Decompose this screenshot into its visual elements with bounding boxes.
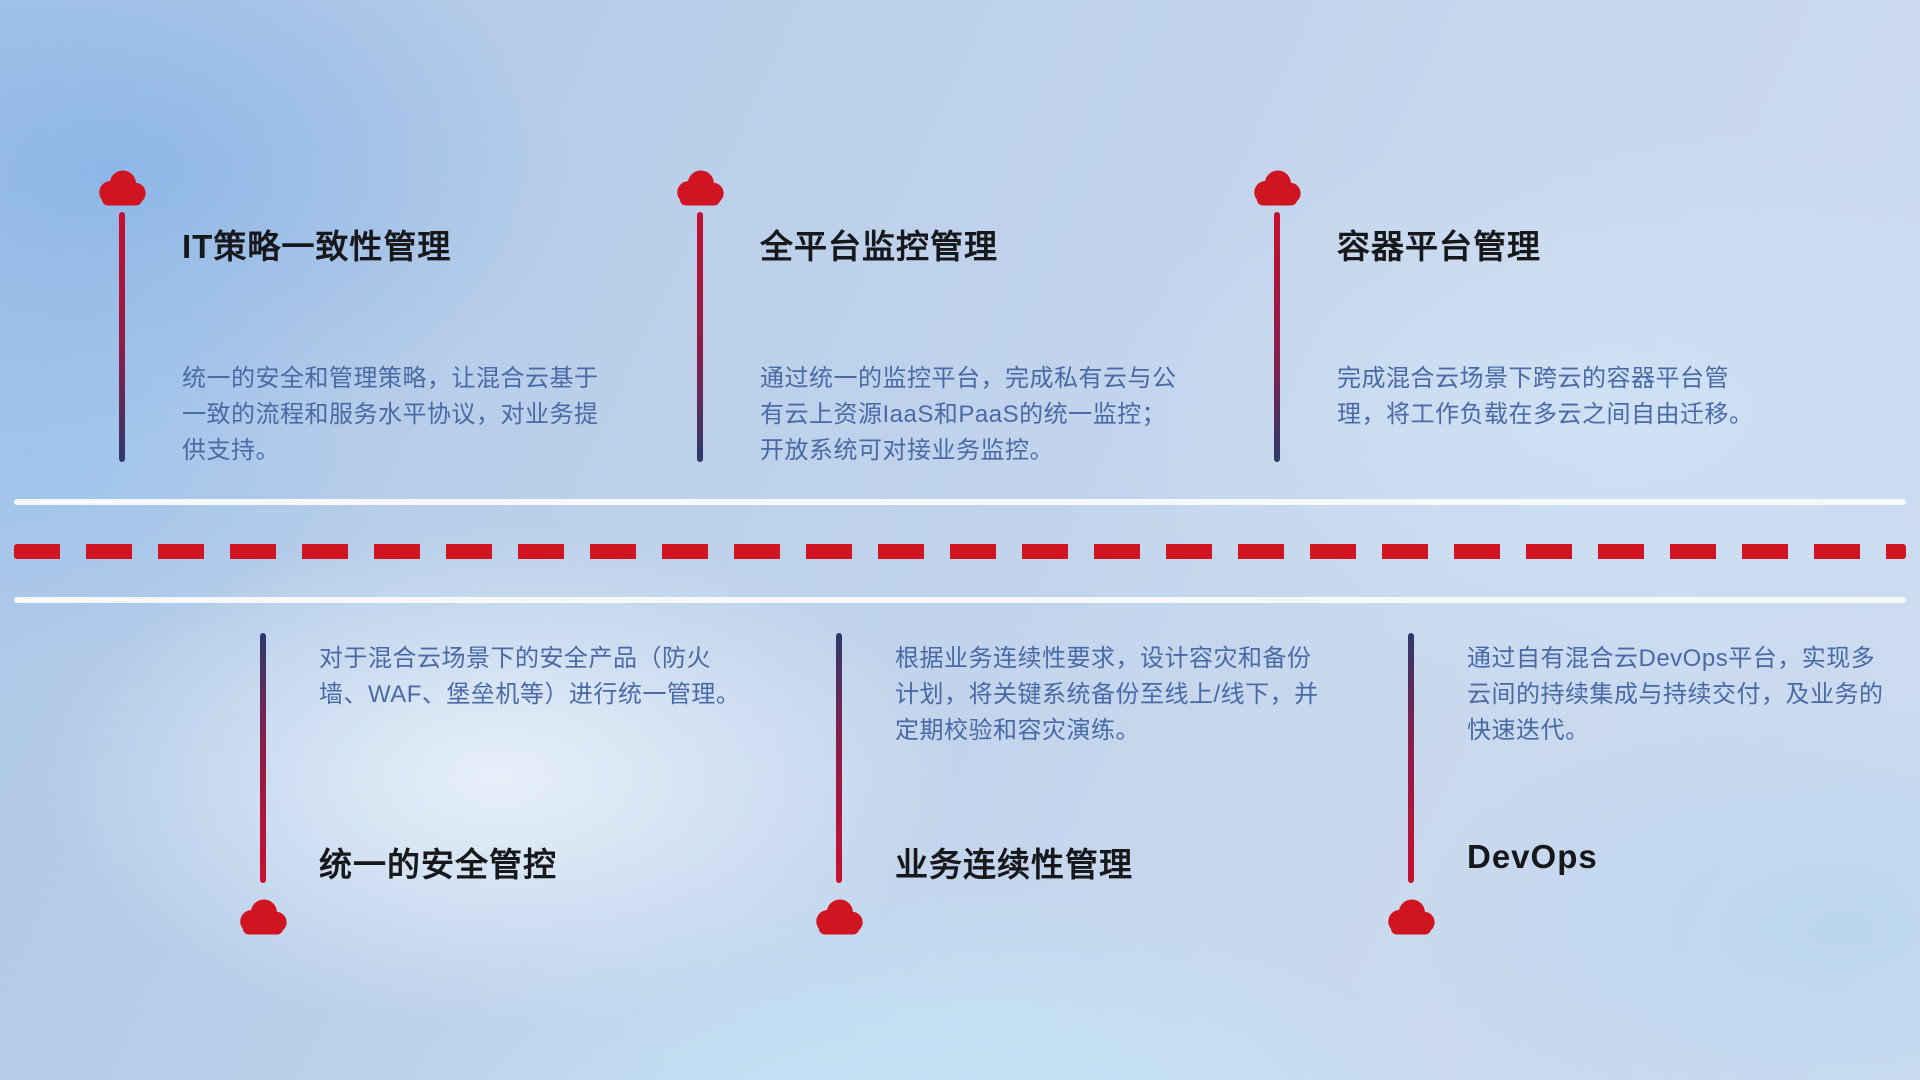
item-description: 完成混合云场景下跨云的容器平台管理，将工作负载在多云之间自由迁移。 (1337, 365, 1754, 428)
capability-item-devops: 通过自有混合云DevOps平台，实现多云间的持续集成与持续交付，及业务的快速迭代… (1383, 633, 1920, 953)
item-title: 容器平台管理 (1337, 228, 1541, 265)
cloud-icon (235, 897, 291, 937)
connector-line (697, 212, 703, 462)
divider-bottom-line (14, 597, 1906, 603)
divider-top-line (14, 499, 1906, 505)
capability-item-container-platform: 容器平台管理 完成混合云场景下跨云的容器平台管理，将工作负载在多云之间自由迁移。 (1249, 168, 1789, 498)
cloud-icon (1249, 168, 1305, 208)
cloud-icon (94, 168, 150, 208)
connector-line (119, 212, 125, 462)
cloud-icon (811, 897, 867, 937)
item-description: 根据业务连续性要求，设计容灾和备份计划，将关键系统备份至线上/线下，并定期校验和… (895, 645, 1319, 744)
connector-line (1274, 212, 1280, 462)
item-title: IT策略一致性管理 (182, 228, 452, 265)
item-title: 统一的安全管控 (319, 846, 557, 883)
capability-item-security-control: 对于混合云场景下的安全产品（防火墙、WAF、堡垒机等）进行统一管理。 统一的安全… (235, 633, 775, 953)
item-description: 通过自有混合云DevOps平台，实现多云间的持续集成与持续交付，及业务的快速迭代… (1467, 645, 1884, 744)
capability-item-it-policy: IT策略一致性管理 统一的安全和管理策略，让混合云基于一致的流程和服务水平协议，… (94, 168, 634, 498)
item-title: DevOps (1467, 838, 1598, 875)
item-description: 统一的安全和管理策略，让混合云基于一致的流程和服务水平协议，对业务提供支持。 (182, 365, 599, 464)
item-title: 全平台监控管理 (760, 228, 998, 265)
item-description: 通过统一的监控平台，完成私有云与公有云上资源IaaS和PaaS的统一监控；开放系… (760, 365, 1177, 464)
connector-line (260, 633, 266, 883)
divider-dashed-line (14, 544, 1906, 559)
cloud-icon (1383, 897, 1439, 937)
capability-item-monitoring: 全平台监控管理 通过统一的监控平台，完成私有云与公有云上资源IaaS和PaaS的… (672, 168, 1212, 498)
cloud-icon (672, 168, 728, 208)
item-description: 对于混合云场景下的安全产品（防火墙、WAF、堡垒机等）进行统一管理。 (319, 645, 741, 708)
item-title: 业务连续性管理 (895, 846, 1133, 883)
capability-item-business-continuity: 根据业务连续性要求，设计容灾和备份计划，将关键系统备份至线上/线下，并定期校验和… (811, 633, 1351, 953)
connector-line (836, 633, 842, 883)
connector-line (1408, 633, 1414, 883)
